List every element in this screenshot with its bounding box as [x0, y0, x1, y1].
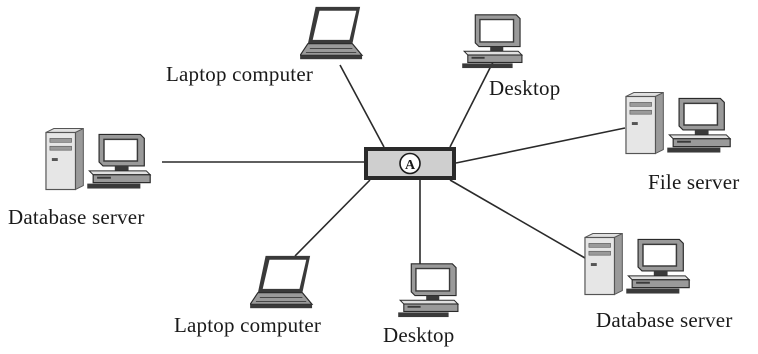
- node-label-file-server: File server: [648, 170, 740, 194]
- database-server-icon: [584, 233, 690, 296]
- link-database-server-right: [449, 179, 586, 259]
- link-file-server: [455, 127, 626, 164]
- link-desktop-top: [449, 59, 495, 148]
- node-label-laptop-bottom: Laptop computer: [174, 313, 322, 337]
- link-laptop-bottom: [294, 179, 371, 257]
- hub-label: A: [405, 158, 416, 173]
- laptop-icon: [300, 6, 363, 60]
- hub-device: A: [364, 147, 456, 180]
- link-lines: [162, 59, 626, 268]
- node-label-database-server-left: Database server: [8, 205, 145, 229]
- laptop-icon: [250, 255, 313, 309]
- desktop-icon: [462, 14, 523, 69]
- desktop-icon: [398, 263, 459, 318]
- node-label-database-server-right: Database server: [596, 308, 733, 332]
- node-label-desktop-top: Desktop: [489, 76, 561, 100]
- link-laptop-top: [339, 64, 385, 148]
- node-label-desktop-bottom: Desktop: [383, 323, 455, 347]
- hub-badge-circle: [399, 152, 421, 175]
- database-server-icon: [45, 128, 151, 191]
- file-server-icon: [625, 92, 731, 155]
- node-label-laptop-top: Laptop computer: [166, 62, 314, 86]
